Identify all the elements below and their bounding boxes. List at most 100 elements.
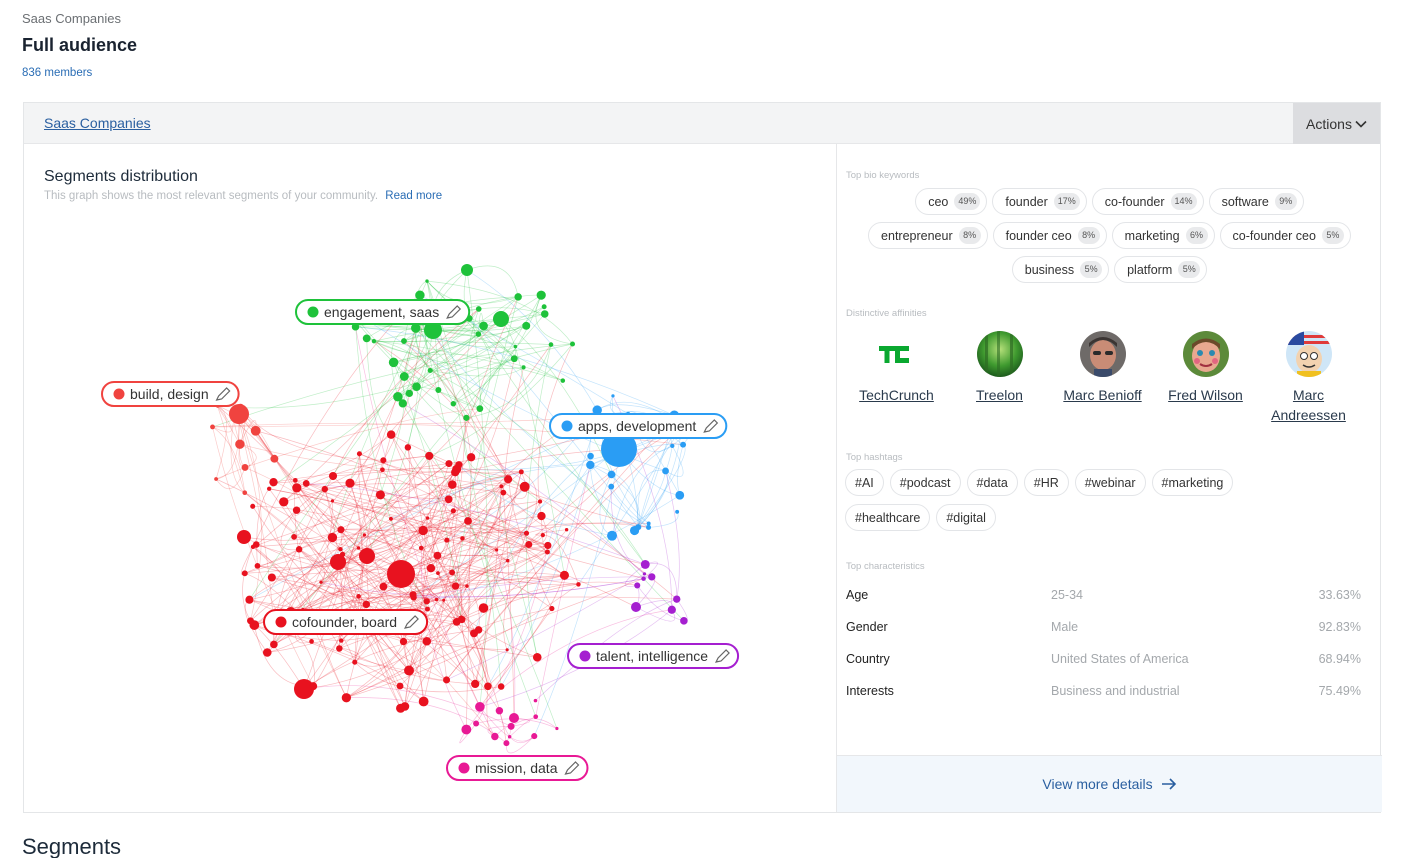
graph-node[interactable] — [444, 537, 450, 543]
graph-node[interactable] — [380, 467, 385, 473]
edit-pencil-icon[interactable] — [703, 419, 719, 433]
graph-node[interactable] — [435, 387, 442, 394]
graph-node[interactable] — [569, 341, 576, 347]
graph-node[interactable] — [611, 394, 615, 398]
graph-node[interactable] — [541, 310, 549, 318]
graph-node[interactable] — [398, 580, 402, 585]
graph-node[interactable] — [422, 636, 432, 646]
affinity-marc-andreessen[interactable]: Marc Andreessen — [1257, 331, 1360, 425]
graph-node[interactable] — [587, 452, 594, 460]
graph-node[interactable] — [407, 569, 412, 574]
graph-node[interactable] — [464, 517, 472, 525]
graph-node[interactable] — [640, 559, 650, 569]
view-more-details-button[interactable]: View more details — [837, 755, 1382, 812]
graph-node[interactable] — [404, 665, 414, 676]
graph-node[interactable] — [607, 530, 618, 541]
graph-node[interactable] — [356, 594, 361, 599]
graph-node[interactable] — [631, 602, 641, 612]
graph-node[interactable] — [531, 733, 538, 740]
graph-node[interactable] — [544, 549, 550, 555]
graph-node[interactable] — [514, 293, 522, 301]
graph-node[interactable] — [667, 605, 676, 614]
graph-node[interactable] — [236, 403, 245, 412]
edit-pencil-icon[interactable] — [564, 761, 580, 775]
hashtag-chip[interactable]: #podcast — [889, 469, 961, 496]
graph-node[interactable] — [518, 469, 524, 475]
graph-node[interactable] — [505, 558, 510, 563]
graph-node[interactable] — [345, 478, 355, 488]
graph-node[interactable] — [509, 713, 519, 723]
graph-node[interactable] — [362, 334, 371, 343]
graph-node[interactable] — [458, 615, 465, 622]
graph-node[interactable] — [292, 506, 301, 514]
graph-node[interactable] — [559, 570, 569, 580]
affinity-treelon[interactable]: Treelon — [948, 331, 1051, 425]
hashtag-chip[interactable]: #data — [966, 469, 1018, 496]
graph-node[interactable] — [560, 378, 566, 383]
graph-node[interactable] — [210, 424, 215, 430]
graph-node[interactable] — [319, 580, 323, 584]
graph-node[interactable] — [396, 703, 406, 713]
graph-node[interactable] — [425, 451, 434, 460]
graph-node[interactable] — [474, 626, 483, 634]
graph-node[interactable] — [399, 637, 408, 646]
graph-node[interactable] — [463, 414, 470, 421]
graph-node[interactable] — [294, 679, 314, 699]
graph-node[interactable] — [540, 533, 545, 538]
hashtag-chip[interactable]: #healthcare — [845, 504, 931, 531]
graph-node[interactable] — [309, 682, 318, 691]
graph-node[interactable] — [522, 321, 531, 330]
graph-node[interactable] — [375, 490, 385, 500]
graph-node[interactable] — [356, 546, 361, 550]
actions-dropdown[interactable]: Actions — [1293, 103, 1380, 144]
graph-node[interactable] — [254, 563, 261, 569]
segment-label-2[interactable]: build, design — [101, 381, 240, 407]
read-more-link[interactable]: Read more — [385, 190, 443, 202]
graph-node[interactable] — [292, 477, 298, 483]
graph-node[interactable] — [292, 483, 302, 493]
graph-node[interactable] — [250, 544, 256, 549]
affinity-techcrunch[interactable]: TechCrunch — [845, 331, 948, 425]
graph-node[interactable] — [309, 639, 314, 644]
graph-node[interactable] — [536, 290, 546, 300]
graph-node[interactable] — [479, 321, 488, 331]
graph-node[interactable] — [555, 726, 559, 731]
graph-node[interactable] — [519, 481, 530, 492]
graph-node[interactable] — [592, 405, 602, 415]
graph-node[interactable] — [270, 640, 278, 649]
graph-node[interactable] — [247, 617, 254, 625]
graph-node[interactable] — [267, 573, 276, 582]
graph-node[interactable] — [500, 489, 507, 496]
affinity-marc-benioff[interactable]: Marc Benioff — [1051, 331, 1154, 425]
graph-node[interactable] — [425, 516, 430, 520]
graph-node[interactable] — [302, 480, 310, 487]
graph-node[interactable] — [460, 536, 465, 541]
graph-node[interactable] — [478, 603, 489, 613]
graph-node[interactable] — [418, 696, 429, 707]
graph-node[interactable] — [330, 554, 346, 570]
graph-node[interactable] — [338, 546, 343, 552]
graph-node[interactable] — [387, 560, 415, 588]
graph-node[interactable] — [411, 323, 421, 333]
graph-node[interactable] — [291, 534, 297, 540]
graph-node[interactable] — [601, 431, 637, 467]
graph-node[interactable] — [359, 548, 375, 564]
graph-node[interactable] — [450, 401, 457, 407]
graph-node[interactable] — [425, 606, 430, 612]
graph-node[interactable] — [680, 441, 687, 448]
graph-node[interactable] — [586, 460, 595, 470]
graph-node[interactable] — [328, 471, 338, 481]
graph-node[interactable] — [493, 311, 509, 327]
hashtag-chip[interactable]: #digital — [936, 504, 996, 531]
graph-node[interactable] — [465, 584, 469, 588]
graph-node[interactable] — [476, 405, 484, 412]
graph-node[interactable] — [399, 372, 409, 381]
graph-node[interactable] — [675, 490, 685, 500]
graph-node[interactable] — [339, 551, 346, 558]
